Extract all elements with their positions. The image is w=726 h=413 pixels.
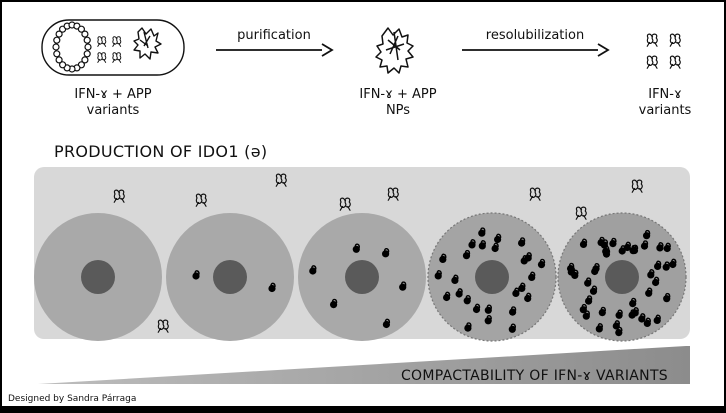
plasmid-bead	[81, 30, 89, 38]
arrow-2-label: resolubilization	[486, 28, 584, 43]
stage-1-bacterium	[41, 19, 185, 76]
credit-text: Designed by Sandra Párraga	[8, 394, 136, 404]
inclusion-body-icon	[133, 27, 162, 60]
plasmid-bead	[84, 43, 92, 51]
plasmid-bead	[81, 56, 89, 64]
arrow-1-label: purification	[237, 28, 311, 43]
plasmid-bead	[55, 56, 63, 64]
cell-nucleus	[605, 260, 639, 294]
bacterium-cell-outline	[41, 19, 185, 76]
stage-2-label-line-2: NPs	[386, 103, 410, 118]
cell-nucleus	[81, 260, 115, 294]
plasmid-bead	[53, 36, 61, 44]
arrow-2-head	[597, 43, 610, 57]
cells-row	[34, 212, 687, 342]
plasmid-bead	[52, 43, 60, 51]
stage-1-label-line-1: IFN-ɤ + APP	[74, 87, 151, 102]
stage-3-label-line-2: variants	[639, 103, 692, 118]
plasmid-icon	[52, 21, 92, 73]
cell-nucleus	[345, 260, 379, 294]
plasmid-bead	[77, 25, 86, 33]
compactability-gradient-wedge	[38, 346, 690, 384]
section-title: PRODUCTION OF IDO1 (ə)	[54, 142, 267, 161]
cell-nucleus	[213, 260, 247, 294]
plasmid-bead	[53, 50, 61, 58]
stage-1-label-line-2: variants	[87, 103, 140, 118]
plasmid-bead	[58, 61, 67, 69]
arrow-1-head	[321, 43, 334, 57]
plasmid-bead	[55, 30, 63, 38]
plasmid-bead	[83, 50, 91, 58]
gradient-label: COMPACTABILITY OF IFN-ɤ VARIANTS	[401, 368, 668, 384]
stage-3-label-line-1: IFN-ɤ	[648, 87, 682, 102]
plasmid-bead	[83, 36, 91, 44]
cell-nucleus	[475, 260, 509, 294]
nanoparticle-icon	[375, 27, 414, 74]
stage-2-label-line-1: IFN-ɤ + APP	[359, 87, 436, 102]
